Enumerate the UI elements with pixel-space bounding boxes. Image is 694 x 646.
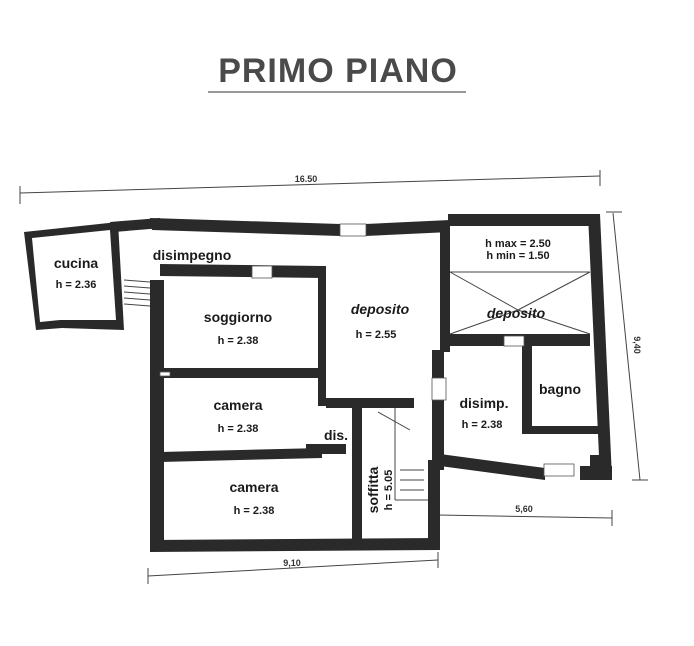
stairs-soffitta: [377, 408, 428, 501]
room-height-cucina: h = 2.36: [56, 279, 97, 291]
room-height-deposito-1: h = 2.55: [356, 329, 397, 341]
room-label-soggiorno: soggiorno: [204, 309, 272, 325]
walls: [24, 214, 612, 552]
stairs-left: [123, 279, 151, 307]
dimension-right: 9,40: [606, 211, 648, 481]
room-dis: dis.: [324, 427, 348, 443]
room-disimp: disimp. h = 2.38: [459, 395, 508, 431]
room-label-deposito-2: deposito: [487, 305, 546, 321]
dimension-top: 16.50: [19, 170, 601, 204]
openings: [159, 223, 575, 477]
dimension-bottom-left-label: 9,10: [283, 558, 301, 568]
plan-title: PRIMO PIANO: [218, 52, 458, 90]
room-label-deposito-1: deposito: [351, 301, 410, 317]
room-height-disimp: h = 2.38: [462, 419, 503, 431]
dimension-bottom-right-label: 5,60: [515, 504, 533, 514]
room-label-cucina: cucina: [54, 255, 99, 271]
dimension-top-label: 16.50: [295, 174, 318, 184]
room-label-soffitta: soffitta: [365, 466, 381, 513]
room-soffitta: soffitta h = 5.05: [365, 466, 395, 513]
room-label-dis: dis.: [324, 427, 348, 443]
dimension-bottom-left: 9,10: [147, 552, 439, 584]
room-label-camera-1: camera: [213, 397, 262, 413]
room-bagno: bagno: [539, 381, 581, 397]
dimension-bottom-right: 5,60: [437, 504, 613, 526]
room-height-camera-1: h = 2.38: [218, 423, 259, 435]
room-camera-1: camera h = 2.38: [213, 397, 262, 435]
deposito-roof-pattern: [449, 271, 591, 335]
room-deposito-2: h max = 2.50 h min = 1.50 deposito: [485, 238, 551, 321]
room-camera-2: camera h = 2.38: [229, 479, 278, 517]
room-height-soffitta: h = 5.05: [383, 470, 395, 511]
room-cucina: cucina h = 2.36: [54, 255, 99, 291]
room-deposito-1: deposito h = 2.55: [351, 301, 410, 341]
room-label-bagno: bagno: [539, 381, 581, 397]
room-disimpegno: disimpegno: [153, 247, 232, 263]
room-soggiorno: soggiorno h = 2.38: [204, 309, 272, 347]
room-label-disimpegno: disimpegno: [153, 247, 232, 263]
room-hmin-deposito-2: h min = 1.50: [486, 250, 549, 262]
room-height-soggiorno: h = 2.38: [218, 335, 259, 347]
room-hmax-deposito-2: h max = 2.50: [485, 238, 551, 250]
dimension-right-label: 9,40: [632, 336, 642, 354]
room-label-disimp: disimp.: [459, 395, 508, 411]
room-label-camera-2: camera: [229, 479, 278, 495]
room-height-camera-2: h = 2.38: [234, 505, 275, 517]
